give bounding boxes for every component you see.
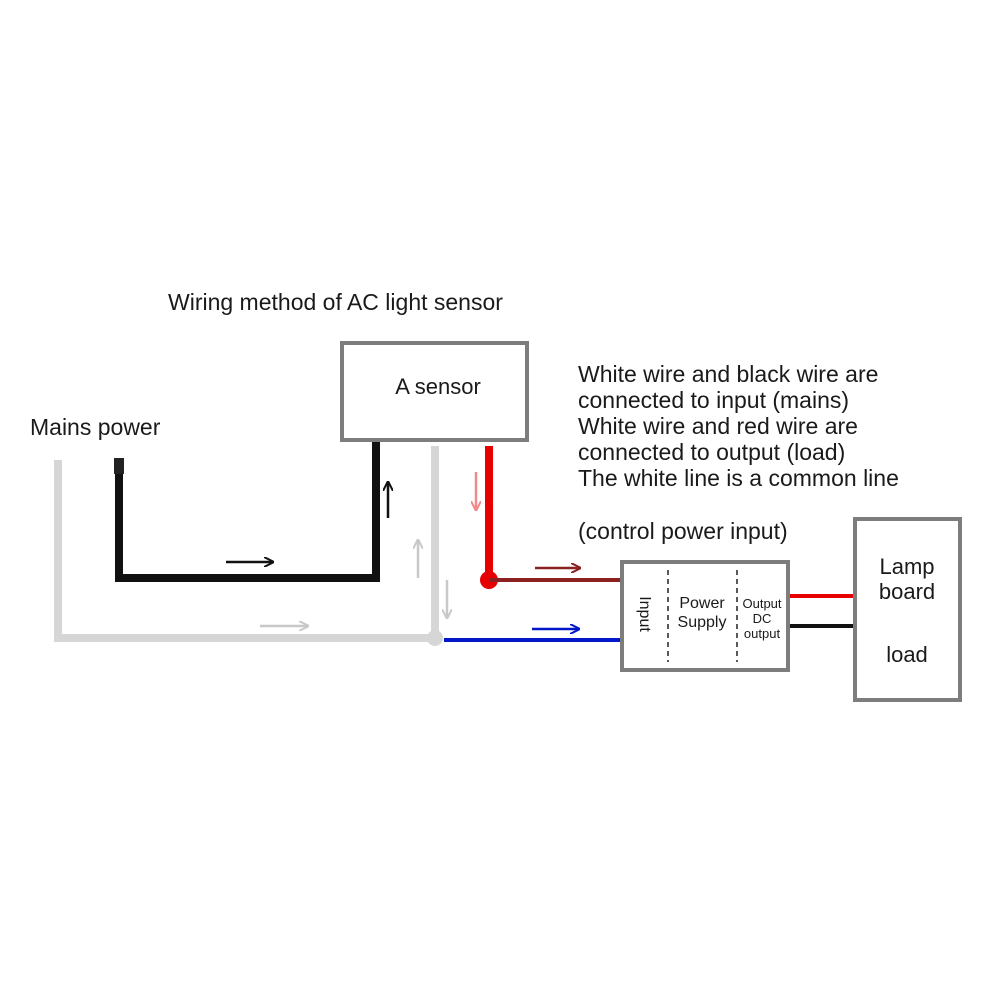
mains-plug-icon: [114, 458, 124, 474]
note-line-3: White wire and red wire are: [578, 413, 858, 439]
power-supply-power-label: Power: [679, 595, 725, 612]
lamp-board-label-line1: Lamp: [879, 554, 934, 579]
mains-power-label: Mains power: [30, 414, 161, 440]
note-line-4: connected to output (load): [578, 439, 845, 465]
lamp-board-box: [853, 517, 962, 702]
diagram-title: Wiring method of AC light sensor: [168, 289, 503, 315]
sensor-label: A sensor: [395, 374, 481, 399]
power-supply-output2-label: output: [744, 626, 781, 641]
power-supply-supply-label: Supply: [678, 614, 727, 631]
note-line-5: The white line is a common line: [578, 465, 899, 491]
sensor-box: [340, 341, 529, 442]
power-supply-dc-label: DC: [753, 611, 772, 626]
lamp-board-load-label: load: [886, 642, 928, 667]
control-power-input-label: (control power input): [578, 518, 788, 544]
note-line-1: White wire and black wire are: [578, 361, 878, 387]
power-supply-box: [620, 560, 790, 672]
white-wire: [54, 446, 439, 642]
power-supply-input-label: Input: [636, 596, 653, 632]
note-line-2: connected to input (mains): [578, 387, 849, 413]
black-wire: [115, 442, 380, 582]
power-supply-output-label: Output: [742, 596, 781, 611]
white-wire-junction: [427, 630, 443, 646]
lamp-board-label-line2: board: [879, 579, 935, 604]
